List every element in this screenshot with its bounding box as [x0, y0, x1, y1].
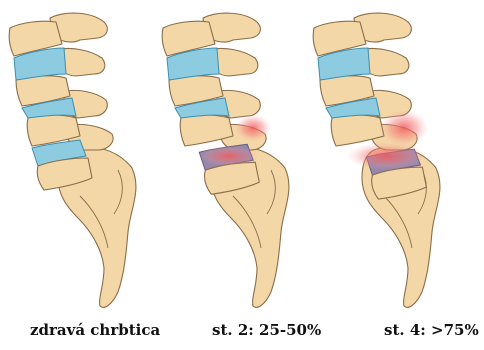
spine-panel-0	[9, 13, 136, 307]
inflammation-glow-facet	[235, 114, 271, 141]
inflammation-glow-facet	[380, 110, 429, 146]
caption-grade-4: st. 4: >75%	[384, 321, 479, 339]
spine-panel-2	[313, 13, 440, 307]
caption-healthy-spine: zdravá chrbtica	[30, 321, 160, 339]
inflammation-glow-disc	[199, 146, 258, 166]
spine-panel-1	[162, 13, 289, 307]
inflammation-glow-disc	[347, 142, 426, 169]
caption-grade-2: st. 2: 25-50%	[212, 321, 321, 339]
